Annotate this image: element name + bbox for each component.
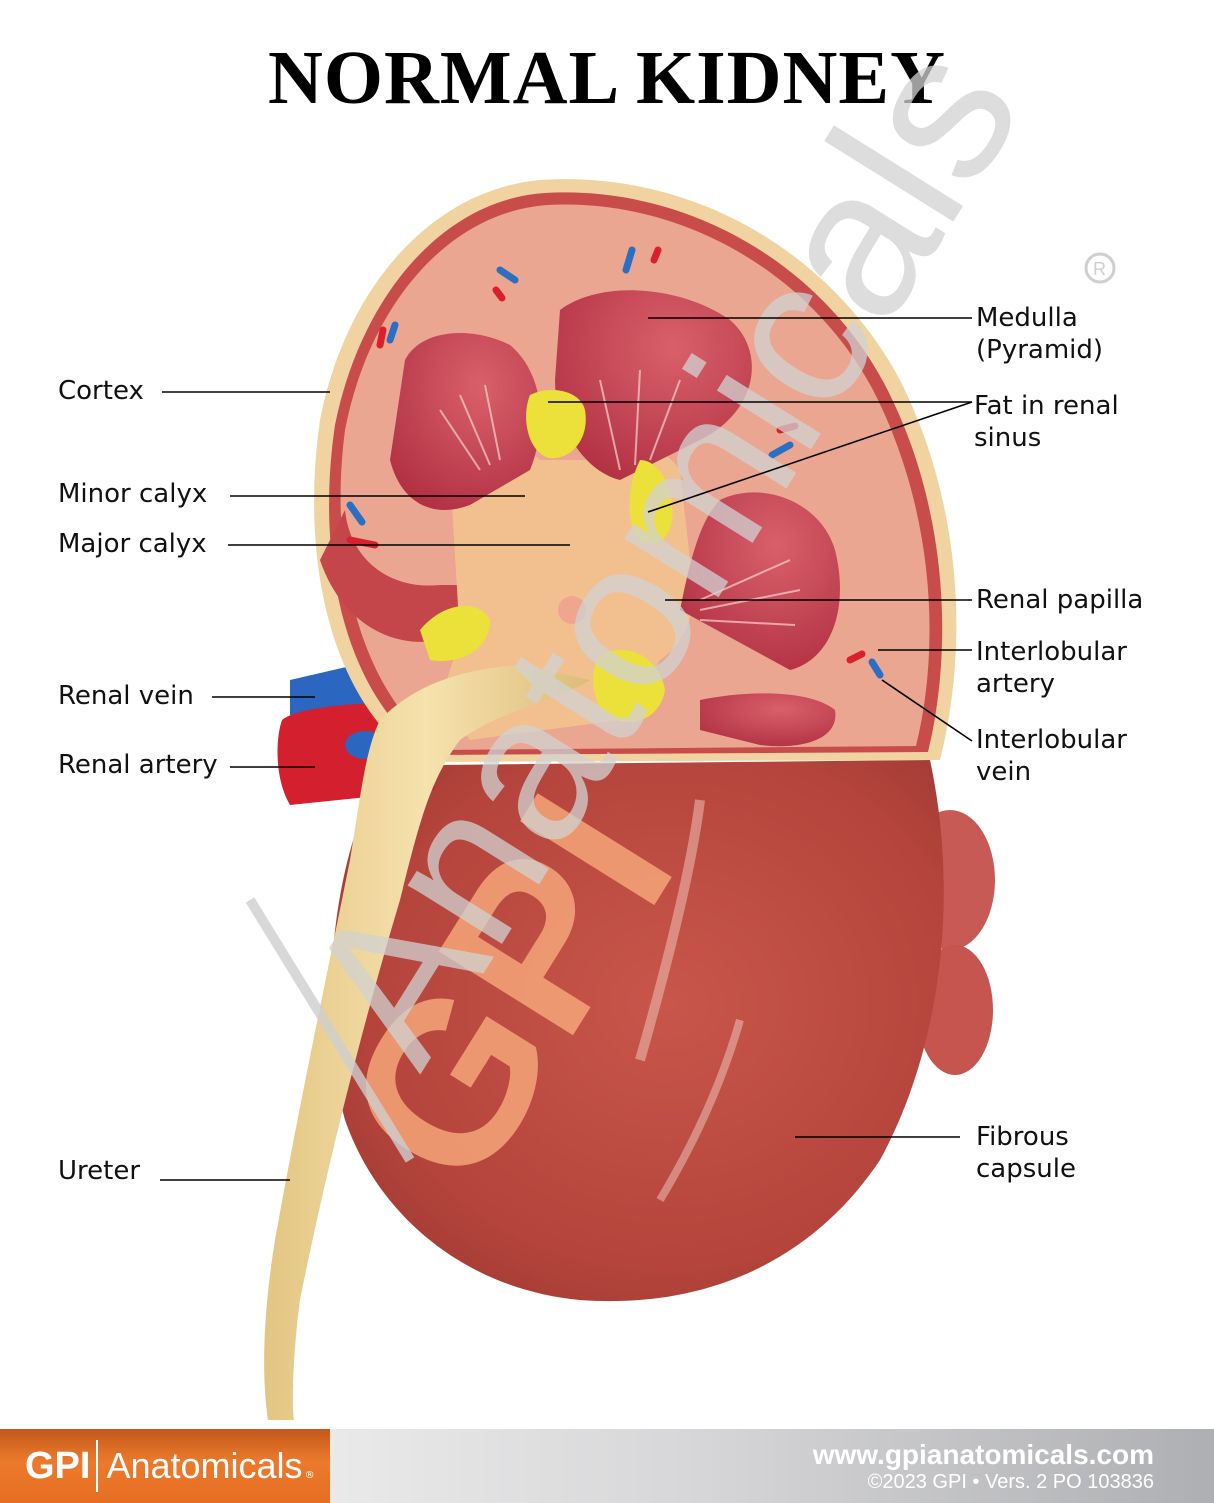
footer: www.gpianatomicals.com ©2023 GPI • Vers.…	[0, 1429, 1214, 1503]
label-renal-artery: Renal artery	[58, 750, 218, 780]
label-fat-line1: Fat in renal	[974, 391, 1119, 421]
leader-lines	[160, 317, 973, 1181]
footer-info-bar: www.gpianatomicals.com ©2023 GPI • Vers.…	[284, 1429, 1214, 1503]
label-interlobular-vein-line1: Interlobular	[976, 725, 1127, 755]
logo-divider	[96, 1440, 99, 1492]
footer-logo: GPI Anatomicals ®	[0, 1429, 330, 1503]
label-medulla: Medulla (Pyramid)	[976, 302, 1103, 366]
label-medulla-line1: Medulla	[976, 303, 1078, 333]
interlobular-vessels	[346, 246, 884, 679]
label-fibrous-capsule: Fibrous capsule	[976, 1121, 1076, 1185]
footer-url: www.gpianatomicals.com	[812, 1439, 1154, 1470]
label-minor-calyx: Minor calyx	[58, 479, 208, 509]
label-interlobular-vein-line2: vein	[976, 757, 1032, 787]
svg-text:R: R	[1093, 259, 1106, 279]
label-ureter: Ureter	[58, 1156, 141, 1186]
logo-gpi: GPI	[25, 1444, 91, 1487]
label-interlobular-vein: Interlobular vein	[976, 724, 1127, 788]
label-fat-line2: sinus	[974, 423, 1042, 453]
footer-copyright: ©2023 GPI • Vers. 2 PO 103836	[867, 1471, 1154, 1493]
label-fibrous-line1: Fibrous	[976, 1122, 1069, 1152]
label-interlobular-artery: Interlobular artery	[976, 636, 1127, 700]
label-fibrous-line2: capsule	[976, 1154, 1076, 1184]
label-major-calyx: Major calyx	[58, 529, 207, 559]
registered-mark-icon: ®	[304, 1469, 315, 1481]
label-medulla-line2: (Pyramid)	[976, 335, 1104, 365]
label-interlobular-artery-line1: Interlobular	[976, 637, 1127, 667]
label-renal-vein: Renal vein	[58, 681, 194, 711]
label-renal-papilla: Renal papilla	[976, 585, 1144, 615]
ureter	[264, 665, 590, 1420]
label-interlobular-artery-line2: artery	[976, 669, 1055, 699]
renal-sinus-fat	[420, 390, 673, 722]
label-fat-renal-sinus: Fat in renal sinus	[974, 390, 1119, 454]
label-cortex: Cortex	[58, 376, 144, 406]
logo-anatomicals: Anatomicals	[106, 1445, 303, 1486]
medulla-pyramids	[390, 290, 840, 747]
page-title: NORMAL KIDNEY	[267, 36, 947, 120]
kidney-lower-body	[330, 760, 944, 1302]
